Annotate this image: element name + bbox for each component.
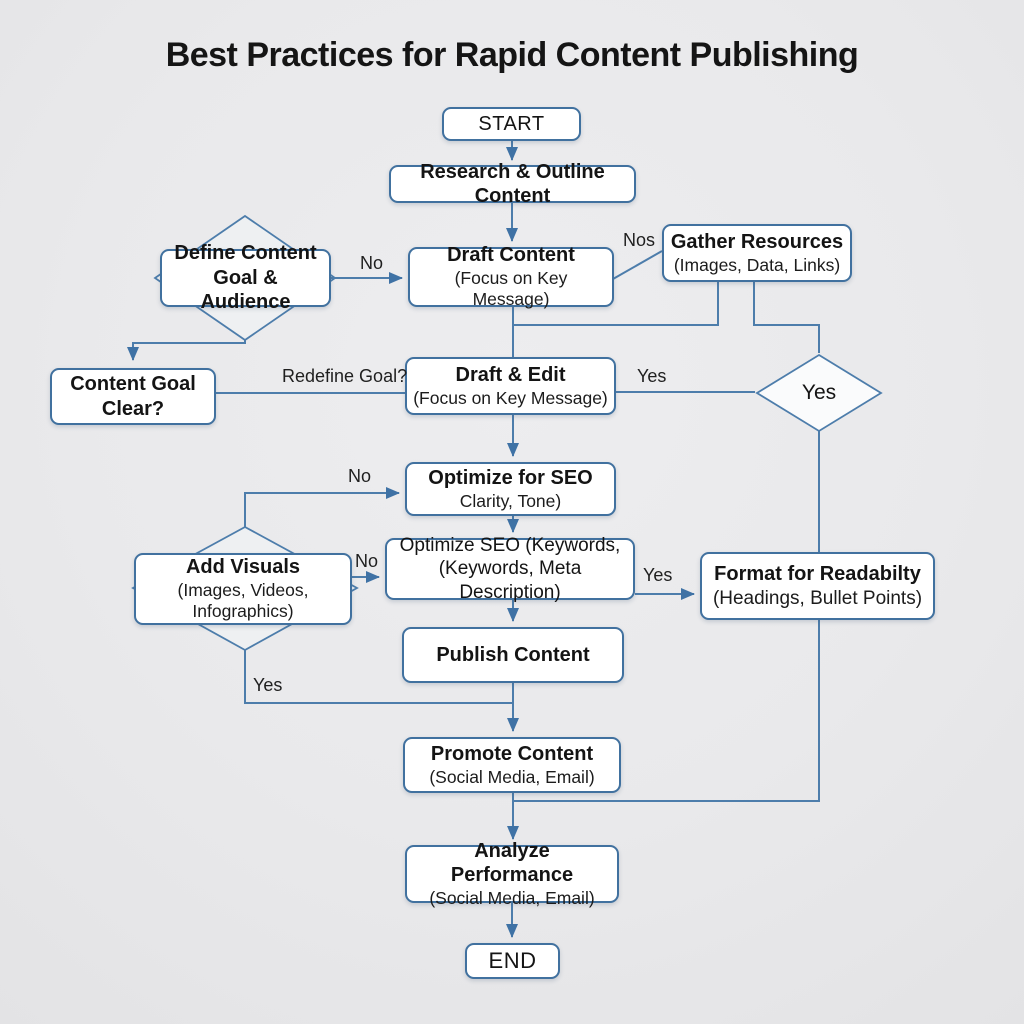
node-goal-clear: Content Goal Clear? bbox=[50, 368, 216, 425]
start-label: START bbox=[478, 112, 545, 135]
edge-visuals-bottom-merge bbox=[244, 650, 512, 704]
add-visuals-line3: Infographics) bbox=[192, 601, 294, 622]
node-publish: Publish Content bbox=[402, 627, 624, 683]
edge-format-down-left bbox=[514, 620, 820, 802]
node-promote: Promote Content (Social Media, Email) bbox=[403, 737, 621, 793]
end-label: END bbox=[488, 947, 537, 973]
draft-content-title: Draft Content bbox=[447, 244, 575, 267]
edge-label-draftedit-yes: Yes bbox=[637, 366, 667, 386]
draft-content-subtitle: (Focus on Key Message) bbox=[454, 267, 568, 310]
edge-label-visuals-no-top: No bbox=[348, 466, 372, 486]
node-analyze: Analyze Performance (Social Media, Email… bbox=[405, 840, 619, 908]
edge-label-keywords-yes: Yes bbox=[643, 565, 673, 585]
edge-label-redefine-goal: Redefine Goal? bbox=[282, 366, 408, 386]
publish-title: Publish Content bbox=[436, 643, 590, 666]
edge-draft-gather bbox=[612, 250, 663, 280]
promote-subtitle: (Social Media, Email) bbox=[429, 766, 595, 787]
edge-gather-left-down bbox=[514, 282, 719, 326]
node-end: END bbox=[465, 943, 560, 979]
node-define-goal: Define Content Goal & Audience bbox=[160, 242, 331, 313]
edge-label-visuals-no-right: No bbox=[355, 551, 379, 571]
goal-clear-line1: Content Goal bbox=[70, 373, 196, 396]
draft-edit-subtitle: (Focus on Key Message) bbox=[413, 387, 608, 408]
node-gather-resources: Gather Resources (Images, Data, Links) bbox=[662, 224, 852, 282]
yes-decision-label: Yes bbox=[801, 381, 837, 404]
add-visuals-title: Add Visuals bbox=[185, 556, 301, 579]
draft-edit-title: Draft & Edit bbox=[455, 364, 566, 387]
diagram-title: Best Practices for Rapid Content Publish… bbox=[165, 36, 859, 74]
optimize-clarity-subtitle: Clarity, Tone) bbox=[459, 490, 562, 511]
edge-define-goalclear bbox=[127, 340, 246, 361]
add-visuals-line2: (Images, Videos, bbox=[177, 579, 309, 600]
format-title: Format for Readabilty bbox=[714, 563, 921, 586]
edge-gather-right-yesdiamond bbox=[753, 282, 820, 353]
node-research-outline: Research & Outline Content bbox=[389, 161, 636, 207]
promote-title: Promote Content bbox=[430, 743, 594, 766]
node-draft-edit: Draft & Edit (Focus on Key Message) bbox=[405, 357, 616, 415]
node-optimize-keywords: Optimize SEO (Keywords, (Keywords, Meta … bbox=[385, 535, 635, 603]
node-add-visuals: Add Visuals (Images, Videos, Infographic… bbox=[134, 553, 352, 625]
node-start: START bbox=[442, 107, 581, 141]
research-title: Research & Outline Content bbox=[420, 160, 605, 207]
edge-label-draft-nos: Nos bbox=[623, 230, 656, 250]
gather-subtitle: (Images, Data, Links) bbox=[673, 254, 841, 275]
edge-visuals-optclarity bbox=[244, 487, 400, 527]
edge-label-define-no: No bbox=[360, 253, 384, 273]
define-line2: Goal & Audience bbox=[200, 266, 291, 314]
optimize-keywords-line1: Optimize SEO (Keywords, bbox=[399, 535, 621, 557]
optimize-keywords-line2: (Keywords, Meta Description) bbox=[438, 558, 582, 603]
node-draft-content: Draft Content (Focus on Key Message) bbox=[408, 244, 614, 309]
optimize-clarity-title: Optimize for SEO bbox=[428, 467, 593, 490]
define-line1: Define Content bbox=[174, 242, 317, 265]
goal-clear-line2: Clear? bbox=[101, 397, 165, 420]
node-format-readability: Format for Readabilty (Headings, Bullet … bbox=[700, 552, 935, 620]
analyze-title: Analyze Performance bbox=[450, 839, 574, 887]
edge-label-visuals-yes-bottom: Yes bbox=[253, 675, 283, 695]
node-optimize-clarity: Optimize for SEO Clarity, Tone) bbox=[405, 462, 616, 516]
format-subtitle: (Headings, Bullet Points) bbox=[712, 587, 923, 609]
analyze-subtitle: (Social Media, Email) bbox=[429, 887, 595, 908]
gather-title: Gather Resources bbox=[670, 231, 844, 254]
